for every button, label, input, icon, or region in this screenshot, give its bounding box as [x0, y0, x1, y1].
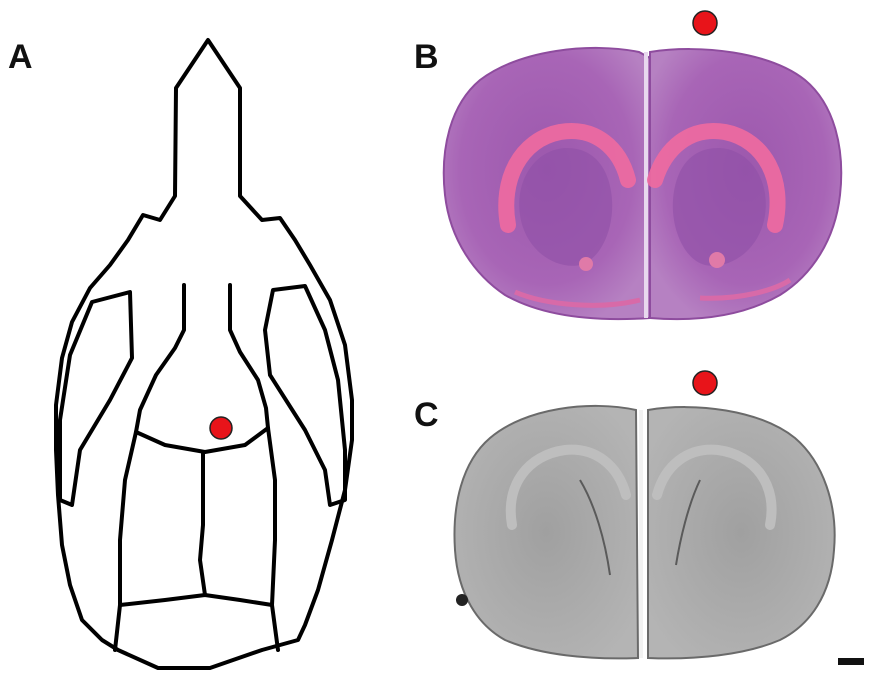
brain-section-c: [454, 406, 834, 659]
nasal-left-line: [136, 285, 184, 432]
parietal-outline: [120, 428, 275, 605]
nasal-right-line: [230, 285, 268, 428]
injection-marker-a: [210, 417, 232, 439]
interparietal-curve: [136, 428, 268, 452]
brain-section-b: [444, 48, 841, 319]
skull-diagram: [56, 40, 352, 668]
injection-marker-c: [693, 371, 717, 395]
sagittal-suture: [200, 452, 205, 595]
lambdoid-right: [272, 605, 278, 650]
section-c-dark-spot: [456, 594, 468, 606]
section-b-left-spot: [579, 257, 593, 271]
lambdoid-left: [115, 605, 120, 650]
injection-marker-b: [693, 11, 717, 35]
scale-bar: [838, 658, 864, 665]
section-c-left-hemisphere: [454, 406, 638, 659]
section-c-right-hemisphere: [648, 407, 835, 658]
skull-outer-outline: [56, 40, 352, 668]
right-zygomatic-arch: [265, 286, 345, 505]
section-b-right-spot: [709, 252, 725, 268]
